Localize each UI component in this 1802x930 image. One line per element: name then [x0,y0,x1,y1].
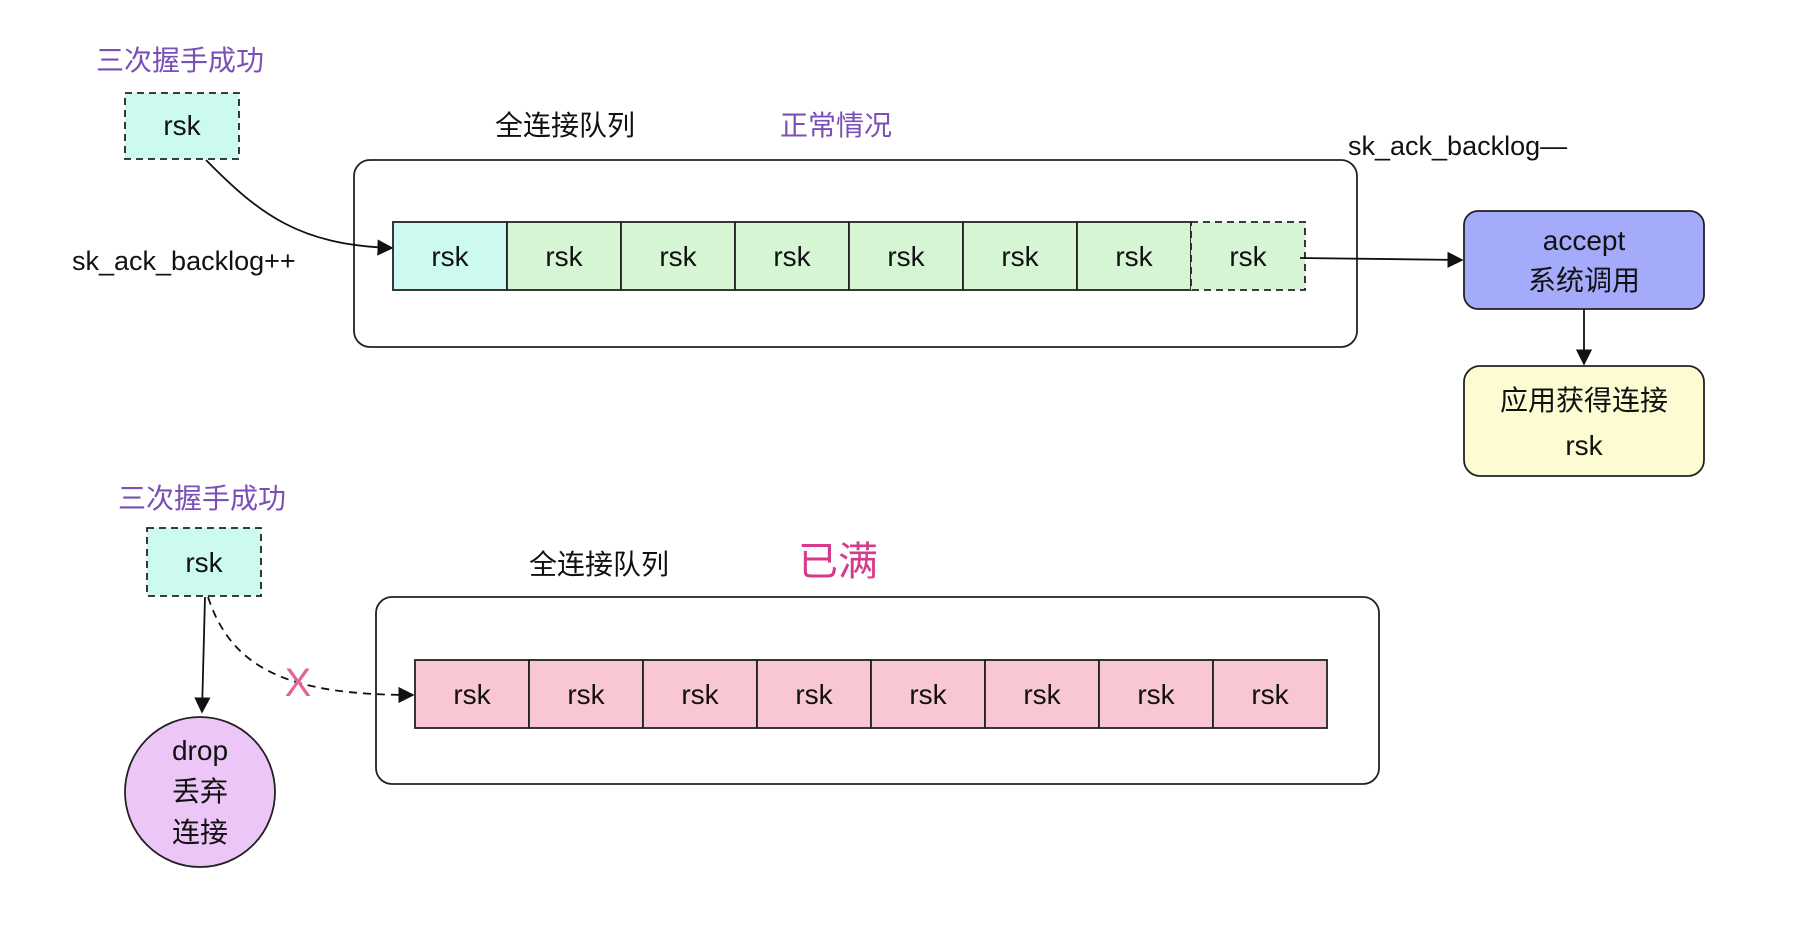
bottom-status-label: 已满 [798,540,878,584]
app-gets-connection-rect [1463,365,1705,477]
drop-arrow [194,596,211,714]
bottom-queue-slot [984,659,1100,729]
bottom-queue-slot-label: rsk [909,679,947,710]
top-queue-container [353,159,1358,348]
accept-line2: 系统调用 [1528,265,1640,296]
top-queue-slot [848,221,964,291]
drop-line3: 连接 [172,817,228,848]
reject-x-mark: X [285,661,312,705]
top-enqueue-label: sk_ack_backlog++ [72,246,296,276]
top-incoming-rsk-box [124,92,240,160]
top-status-label: 正常情况 [780,110,892,141]
bottom-queue-slot [756,659,872,729]
top-handshake-label: 三次握手成功 [96,45,264,76]
app-line2: rsk [1565,430,1603,461]
app-line1: 应用获得连接 [1500,385,1668,416]
top-queue-slot-label: rsk [887,241,925,272]
top-queue-slot-label: rsk [773,241,811,272]
top-section: 三次握手成功 rsk 全连接队列 正常情况 sk_ack_backlog— sk… [72,45,1705,477]
app-gets-connection-box: 应用获得连接 rsk [1463,365,1705,477]
bottom-queue-slot [1098,659,1214,729]
bottom-queue-slot [414,659,530,729]
bottom-incoming-rsk: rsk [146,527,262,597]
top-queue-slot [1076,221,1192,291]
top-queue-slot-label: rsk [431,241,469,272]
bottom-queue-label: 全连接队列 [529,549,669,580]
top-dequeue-arrow [1299,251,1464,268]
top-dequeue-label: sk_ack_backlog— [1348,131,1567,161]
drop-line1: drop [172,735,228,766]
top-queue-slot-label: rsk [1229,241,1267,272]
bottom-queue-slot-label: rsk [681,679,719,710]
bottom-queue-slot [528,659,644,729]
top-queue-slot-label: rsk [545,241,583,272]
top-incoming-rsk: rsk [124,92,240,160]
bottom-queue-slot-label: rsk [453,679,491,710]
drop-circle-shape [124,716,276,868]
bottom-queue-slot [1212,659,1328,729]
bottom-rejected-arrow [207,596,415,704]
bottom-queue-slot-label: rsk [1251,679,1289,710]
accept-line1: accept [1543,225,1626,256]
top-queue-slot [620,221,736,291]
bottom-queue-slot-label: rsk [1137,679,1175,710]
bottom-queue-container [375,596,1380,785]
top-incoming-rsk-label: rsk [163,110,201,141]
top-enqueue-arrow [205,159,394,256]
bottom-queue-slot-label: rsk [1023,679,1061,710]
bottom-incoming-rsk-box [146,527,262,597]
bottom-queue-slot [870,659,986,729]
bottom-handshake-label: 三次握手成功 [118,483,286,514]
top-queue-slots: rsk rsk rsk rsk rsk rsk rsk rsk [392,221,1306,291]
top-queue-slot [506,221,622,291]
accept-syscall-box: accept 系统调用 [1463,210,1705,310]
top-queue-slot [392,221,508,291]
bottom-incoming-rsk-label: rsk [185,547,223,578]
bottom-queue-slot-label: rsk [567,679,605,710]
bottom-queue-slots: rsk rsk rsk rsk rsk rsk rsk rsk [414,659,1328,729]
top-queue-slot-label: rsk [1001,241,1039,272]
bottom-queue-slot-label: rsk [795,679,833,710]
drop-line2: 丢弃 [172,776,228,807]
top-queue-slot [1190,221,1306,291]
drop-connection-circle: drop 丢弃 连接 [124,716,276,868]
top-queue-slot-label: rsk [1115,241,1153,272]
top-queue-slot-label: rsk [659,241,697,272]
top-queue-label: 全连接队列 [495,110,635,141]
